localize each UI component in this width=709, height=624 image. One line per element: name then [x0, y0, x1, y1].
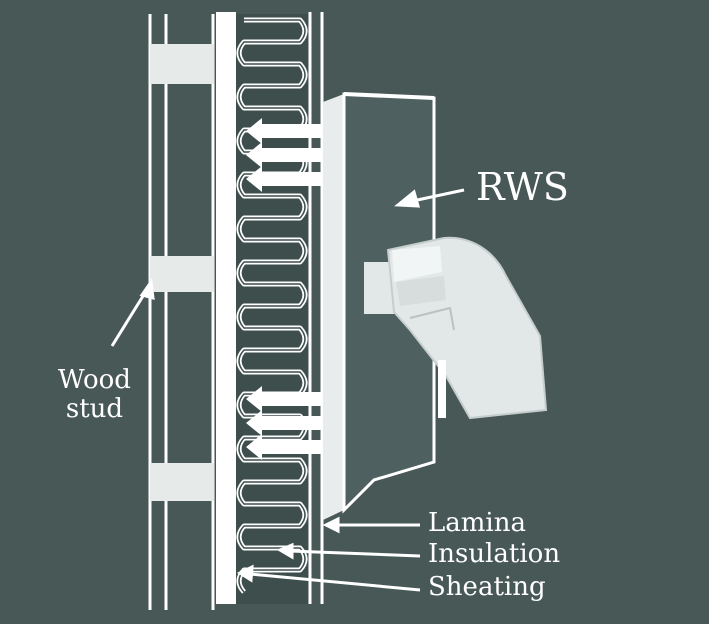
wood-stud-label-line1: Wood — [58, 365, 131, 395]
sheathing-board — [216, 12, 236, 604]
insulation-layer — [236, 14, 308, 604]
hand-illustration — [364, 236, 548, 420]
wood-stud-label-line2: stud — [65, 394, 124, 424]
stud-block-top — [150, 44, 214, 84]
wood-stud-label: Wood stud — [58, 366, 131, 424]
wood-stud-frame — [148, 14, 215, 610]
stud-block-bottom — [150, 463, 214, 501]
pointer-lines — [110, 188, 465, 592]
heat-flow-arrows — [246, 118, 322, 460]
insulation-pointer — [289, 549, 421, 558]
stud-block-middle — [150, 256, 214, 292]
sheathing-pointer — [249, 572, 421, 592]
sheathing-label: Sheating — [428, 572, 546, 602]
insulation-label: Insulation — [428, 539, 561, 569]
lamina-layer — [308, 12, 324, 604]
wood-stud-pointer — [110, 287, 150, 347]
lamina-label: Lamina — [428, 508, 526, 538]
stud-blocks — [150, 44, 214, 501]
rws-label: RWS — [476, 165, 569, 209]
